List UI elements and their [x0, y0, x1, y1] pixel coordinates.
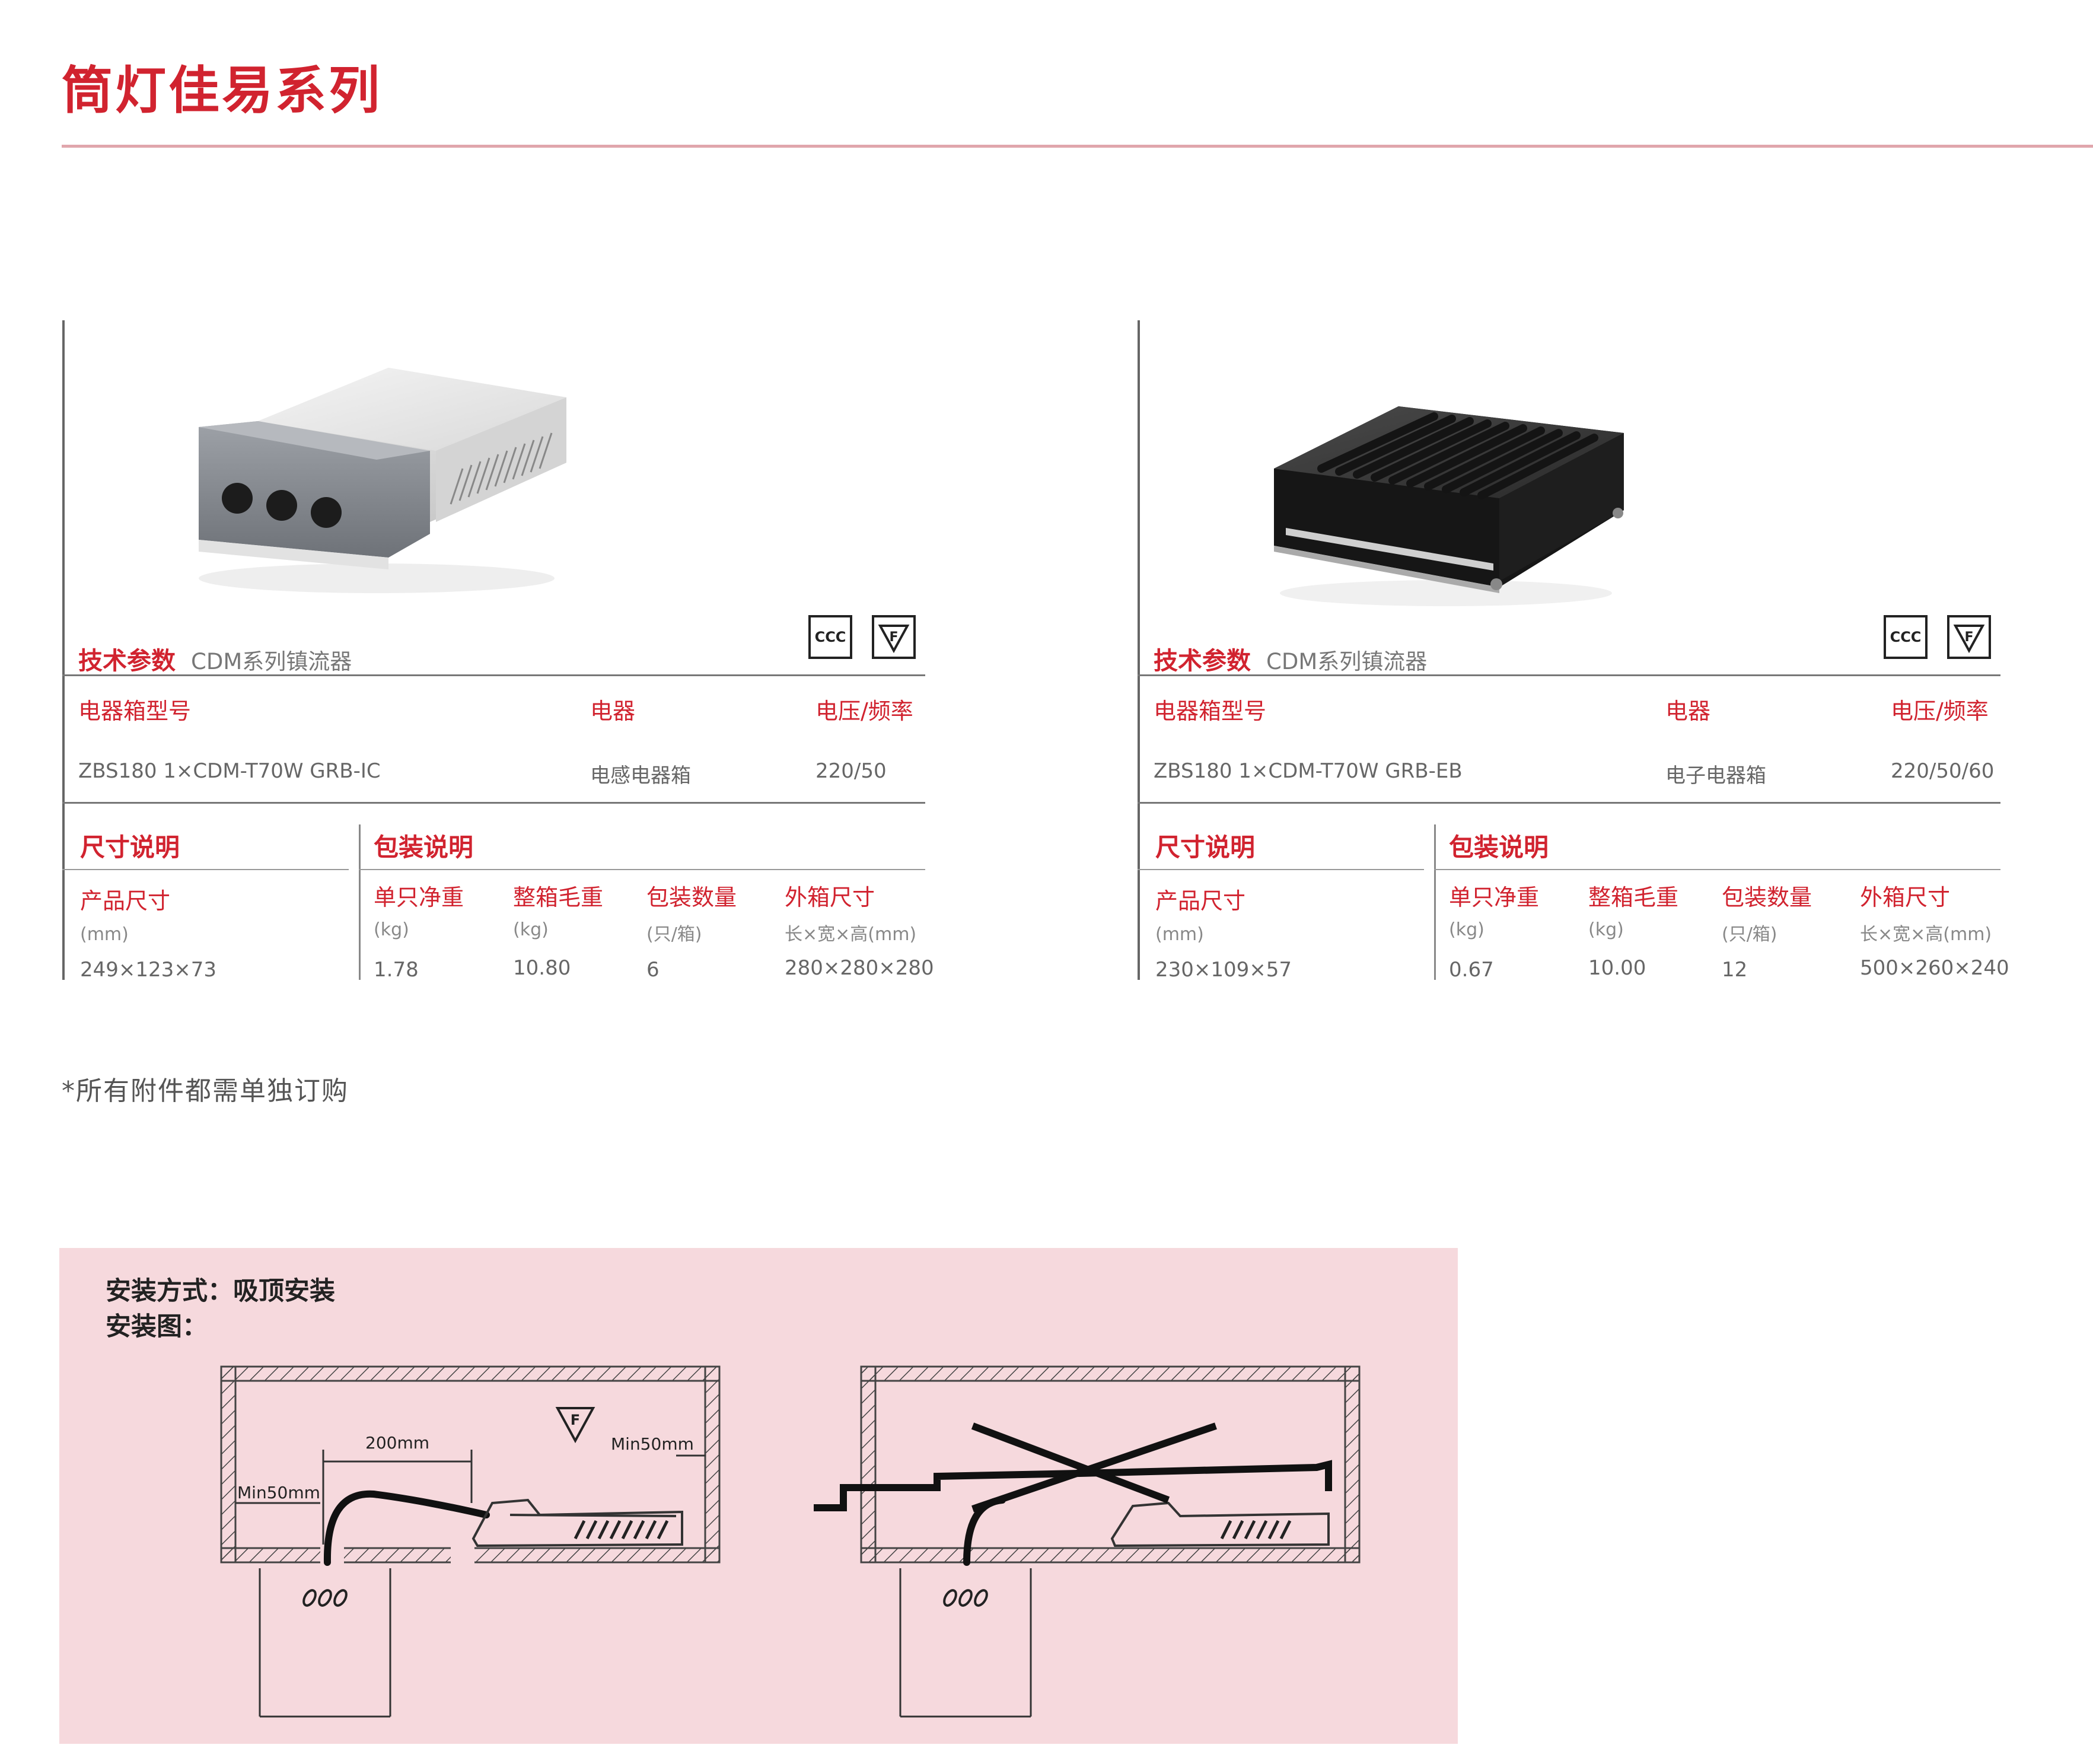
pack-value-net-weight: 1.78: [374, 958, 419, 982]
size-value: 230×109×57: [1155, 958, 1292, 982]
section-divider: [1434, 824, 1436, 980]
spec-label: 技术参数: [1154, 647, 1251, 675]
pack-unit-carton-size: 长×宽×高(mm): [785, 924, 917, 945]
size-rule: [62, 869, 349, 870]
pack-unit-net-weight: (kg): [374, 919, 409, 940]
spec-rule: [1138, 674, 2000, 676]
pack-unit-quantity: (只/箱): [1722, 924, 1777, 945]
gear-value: 电子电器箱: [1665, 764, 1766, 788]
pack-section-title: 包装说明: [1449, 833, 1549, 862]
pack-value-carton-size: 280×280×280: [785, 956, 934, 980]
size-section-title: 尺寸说明: [80, 833, 180, 862]
header-voltage: 电压/频率: [815, 698, 913, 724]
svg-text:Min50mm: Min50mm: [611, 1434, 694, 1454]
f-mark-icon: F: [1947, 615, 1991, 659]
ccc-certification-icon: CCC: [1884, 615, 1928, 659]
size-unit: (mm): [1155, 924, 1204, 945]
spec-series: CDM系列镇流器: [1266, 649, 1428, 674]
section-rule: [1138, 802, 2000, 804]
header-gear: 电器: [1665, 698, 1711, 724]
pack-unit-gross-weight: (kg): [513, 919, 549, 940]
gear-value: 电感电器箱: [590, 764, 691, 788]
svg-text:F: F: [1964, 630, 1973, 645]
spec-rule: [62, 674, 925, 676]
pack-rule: [1434, 869, 2000, 870]
spec-heading: 技术参数 CDM系列镇流器: [1154, 641, 1427, 676]
white-ballast-box-image: [199, 368, 566, 593]
size-label: 产品尺寸: [1155, 888, 1246, 914]
pack-rule: [359, 869, 925, 870]
pack-header-net-weight: 单只净重: [374, 884, 464, 910]
section-rule: [62, 802, 925, 804]
pack-value-net-weight: 0.67: [1449, 958, 1494, 982]
voltage-value: 220/50: [815, 759, 887, 783]
pack-value-gross-weight: 10.00: [1588, 956, 1646, 980]
pack-header-gross-weight: 整箱毛重: [1588, 884, 1679, 910]
svg-text:F: F: [571, 1412, 580, 1428]
size-rule: [1138, 869, 1424, 870]
panel-right-bar: [1138, 320, 1140, 980]
svg-text:200mm: 200mm: [365, 1433, 429, 1453]
section-divider: [359, 824, 361, 980]
installation-section: 安装方式：吸顶安装 安装图： 200mm Min50mm: [59, 1248, 1458, 1744]
install-method: 安装方式：吸顶安装: [106, 1276, 335, 1306]
product-panel-left: CCC F 技术参数 CDM系列镇流器 电器箱型号 电器 电压/频率 ZBS180…: [62, 320, 934, 985]
footnote: *所有附件都需单独订购: [62, 1076, 349, 1106]
install-diagram-incorrect: [814, 1365, 1361, 1718]
install-diagram-correct: 200mm Min50mm Min50mm F: [220, 1365, 721, 1718]
title-rule: [62, 145, 2093, 148]
install-diagram-label: 安装图：: [106, 1312, 208, 1342]
f-mark-icon: F: [872, 615, 916, 659]
pack-header-carton-size: 外箱尺寸: [785, 884, 875, 910]
pack-header-quantity: 包装数量: [1722, 884, 1812, 910]
pack-unit-net-weight: (kg): [1449, 919, 1484, 940]
ccc-certification-icon: CCC: [808, 615, 852, 659]
spec-label: 技术参数: [78, 647, 176, 675]
spec-heading: 技术参数 CDM系列镇流器: [78, 641, 352, 676]
spec-series: CDM系列镇流器: [191, 649, 352, 674]
page-title: 筒灯佳易系列: [62, 61, 382, 120]
pack-section-title: 包装说明: [374, 833, 474, 862]
pack-value-quantity: 12: [1722, 958, 1748, 982]
svg-text:Min50mm: Min50mm: [237, 1483, 320, 1502]
pack-value-quantity: 6: [646, 958, 660, 982]
size-value: 249×123×73: [80, 958, 217, 982]
pack-unit-gross-weight: (kg): [1588, 919, 1624, 940]
product-panel-right: CCC F 技术参数 CDM系列镇流器 电器箱型号 电器 电压/频率 ZBS180…: [1138, 320, 2009, 985]
pack-unit-carton-size: 长×宽×高(mm): [1860, 924, 1992, 945]
pack-header-net-weight: 单只净重: [1449, 884, 1540, 910]
pack-header-carton-size: 外箱尺寸: [1860, 884, 1951, 910]
model-value: ZBS180 1×CDM-T70W GRB-EB: [1154, 759, 1463, 783]
size-label: 产品尺寸: [80, 888, 171, 914]
pack-header-gross-weight: 整箱毛重: [513, 884, 604, 910]
header-model: 电器箱型号: [1154, 698, 1267, 724]
size-section-title: 尺寸说明: [1155, 833, 1256, 862]
pack-header-quantity: 包装数量: [646, 884, 737, 910]
svg-text:F: F: [889, 630, 898, 645]
black-ballast-box-image: [1274, 406, 1624, 606]
pack-unit-quantity: (只/箱): [646, 924, 702, 945]
pack-value-carton-size: 500×260×240: [1860, 956, 2009, 980]
header-voltage: 电压/频率: [1891, 698, 1989, 724]
header-gear: 电器: [590, 698, 636, 724]
pack-value-gross-weight: 10.80: [513, 956, 571, 980]
header-model: 电器箱型号: [78, 698, 192, 724]
model-value: ZBS180 1×CDM-T70W GRB-IC: [78, 759, 381, 783]
size-unit: (mm): [80, 924, 129, 945]
panel-left-bar: [62, 320, 65, 980]
voltage-value: 220/50/60: [1891, 759, 1995, 783]
